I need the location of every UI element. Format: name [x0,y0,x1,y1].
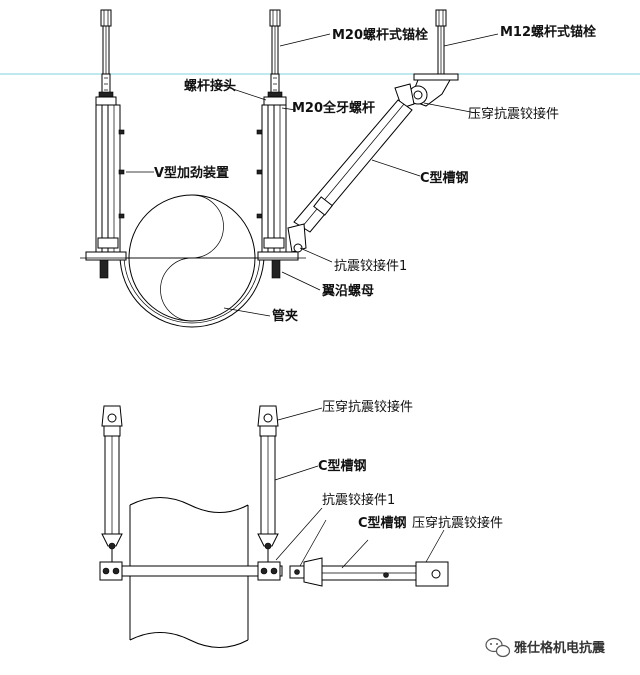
diagonal-c-channel [287,99,413,253]
label-v-stiffener: V型加劲装置 [154,165,229,181]
label-press-hinge-right: 压穿抗震铰接件 [412,515,503,531]
left-hanger [101,405,123,566]
label-seismic-hinge-1-bottom: 抗震铰接件1 [322,492,395,508]
top-view: M20螺杆式锚栓 M12螺杆式锚栓 螺杆接头 M20全牙螺杆 压穿抗震铰接件 V… [0,9,640,328]
label-c-channel: C型槽钢 [420,170,469,186]
label-pipe-clamp: 管夹 [272,308,298,324]
label-m20-anchor: M20螺杆式锚栓 [332,27,428,43]
pipe-clamp [80,251,306,328]
watermark-text: 雅仕格机电抗震 [514,640,606,656]
press-hinge-top [394,83,428,109]
label-m12-anchor: M12螺杆式锚栓 [500,24,596,40]
bottom-view: 压穿抗震铰接件 C型槽钢 抗震铰接件1 C型槽钢 压穿抗震铰接件 [99,399,503,648]
label-c-channel-right: C型槽钢 [358,515,407,531]
middle-anchor-bolt [269,9,281,75]
left-rod-assembly [95,73,125,254]
right-hanger [257,405,279,566]
horizontal-clamp-bar [99,561,283,581]
label-rod-connector: 螺杆接头 [184,78,236,94]
label-m20-full-thread-rod: M20全牙螺杆 [292,100,375,116]
bottom-leaders [274,407,445,569]
top-leaders [126,33,499,317]
label-press-hinge: 压穿抗震铰接件 [468,106,559,122]
middle-rod-assembly [256,73,287,254]
right-c-channel [289,557,449,587]
label-seismic-hinge-1: 抗震铰接件1 [334,258,407,274]
label-flange-nut: 翼沿螺母 [321,283,374,299]
label-c-channel-top: C型槽钢 [318,458,367,474]
watermark: 雅仕格机电抗震 [485,637,606,658]
left-anchor-bolt [100,9,112,75]
label-press-hinge-top: 压穿抗震铰接件 [322,399,413,415]
wechat-icon [485,637,511,658]
